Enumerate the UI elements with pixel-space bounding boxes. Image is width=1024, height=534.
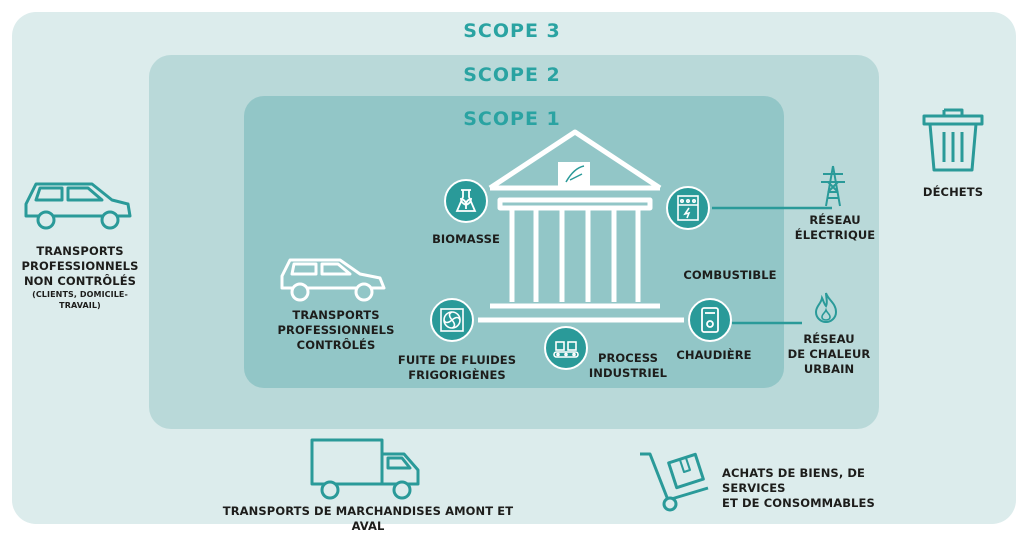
grid-connection-line (712, 206, 832, 210)
boiler-icon (688, 298, 732, 342)
uncontrolled-transport-label: TRANSPORTS PROFESSIONNELS NON CONTRÔLÉS … (18, 244, 142, 311)
bank-building-icon (478, 129, 684, 323)
fan-icon (430, 298, 474, 342)
flame-icon (814, 292, 838, 324)
controlled-transport-label: TRANSPORTS PROFESSIONNELS CONTRÔLÉS (277, 308, 395, 352)
heat-connection-line (732, 321, 802, 325)
refrigerants-label: FUITE DE FLUIDES FRIGORIGÈNES (397, 353, 517, 382)
scope-1-title: SCOPE 1 (463, 108, 561, 130)
car-icon (24, 182, 132, 230)
scope-3-title: SCOPE 3 (463, 20, 561, 42)
freight-label: TRANSPORTS DE MARCHANDISES AMONT ET AVAL (222, 504, 514, 533)
electric-panel-icon (666, 186, 710, 230)
electric-pylon-icon (821, 165, 845, 207)
heat-network-label: RÉSEAU DE CHALEUR URBAIN (787, 332, 871, 376)
conveyor-icon (544, 326, 588, 370)
industrial-process-label: PROCESS INDUSTRIEL (588, 351, 668, 380)
car-icon (280, 258, 386, 302)
biomass-icon (444, 179, 488, 223)
biomass-label: BIOMASSE (432, 232, 500, 246)
boiler-label: CHAUDIÈRE (676, 348, 752, 362)
waste-label: DÉCHETS (922, 185, 984, 199)
fuel-label: COMBUSTIBLE (683, 268, 777, 282)
purchases-label: ACHATS DE BIENS, DE SERVICES ET DE CONSO… (722, 466, 875, 510)
truck-icon (310, 438, 420, 500)
trash-icon (922, 108, 984, 172)
hand-truck-icon (640, 452, 709, 512)
grid-label: RÉSEAU ÉLECTRIQUE (794, 213, 876, 242)
uncontrolled-transport-note: (CLIENTS, DOMICILE-TRAVAIL) (32, 290, 128, 310)
scope-2-title: SCOPE 2 (463, 64, 561, 86)
